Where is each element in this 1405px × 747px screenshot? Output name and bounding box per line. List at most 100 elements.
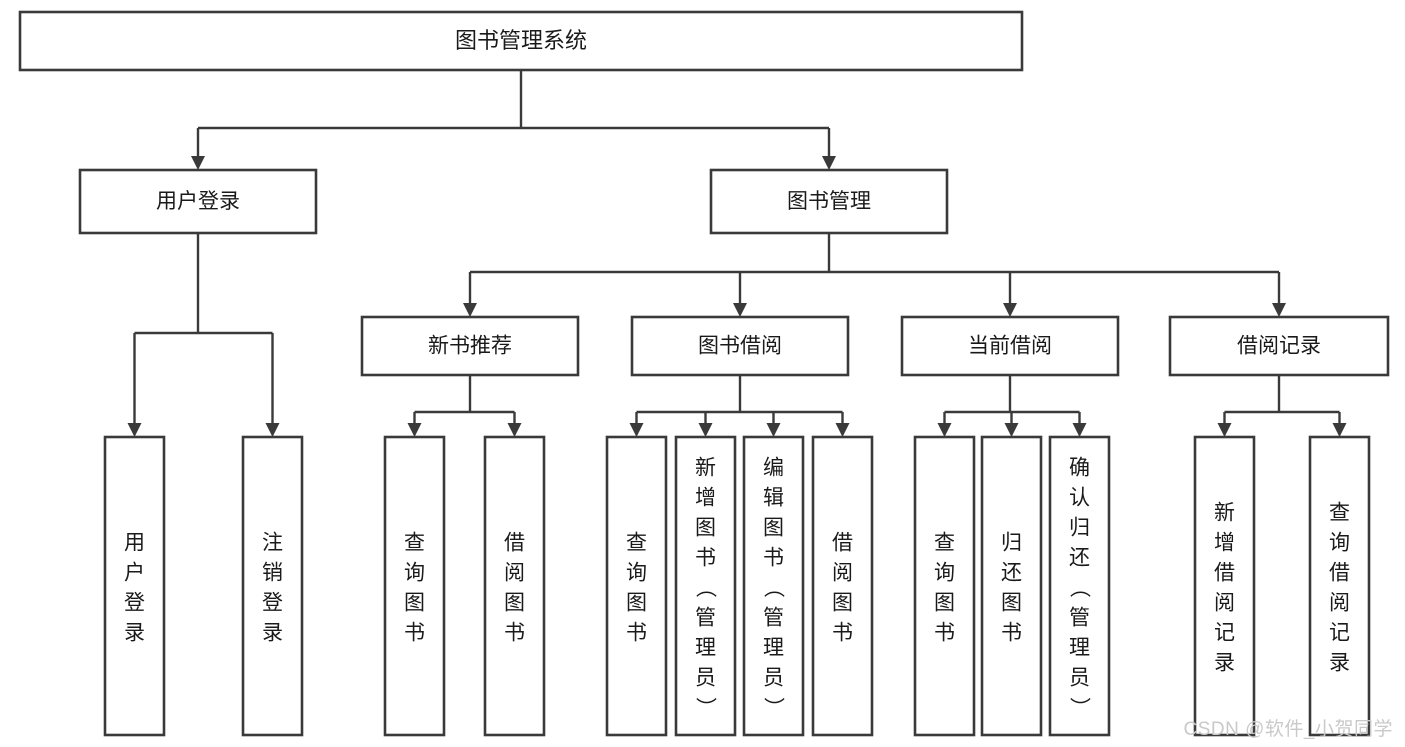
node-box-leaf-borrow-book-recommend[interactable]: [483, 435, 546, 737]
svg-text:书: 书: [695, 546, 716, 569]
node-box-leaf-logout[interactable]: [241, 435, 304, 737]
connector-layer: [127, 70, 1347, 437]
svg-text:借: 借: [1329, 561, 1350, 584]
svg-text:销: 销: [262, 561, 283, 584]
node-book-management[interactable]: 图书管理: [709, 168, 949, 235]
svg-text:借: 借: [832, 531, 853, 554]
node-current-borrow[interactable]: 当前借阅: [900, 315, 1120, 377]
svg-text:编: 编: [763, 456, 784, 479]
svg-text:确: 确: [1069, 456, 1090, 479]
node-box-leaf-query-book-borrow[interactable]: [605, 435, 668, 737]
node-box-book-management[interactable]: [709, 168, 949, 235]
node-book-borrow[interactable]: 图书借阅: [630, 315, 850, 377]
svg-text:书: 书: [404, 621, 425, 644]
node-box-user-login[interactable]: [78, 168, 318, 235]
svg-text:注: 注: [262, 531, 283, 554]
node-label-borrow-record: 借阅记录: [1237, 335, 1321, 358]
node-label-book-borrow: 图书借阅: [698, 335, 782, 358]
svg-text:图: 图: [1001, 591, 1022, 614]
svg-text:记: 记: [1214, 621, 1235, 644]
node-label-user-login: 用户登录: [156, 190, 240, 213]
node-box-leaf-confirm-return-admin[interactable]: [1048, 435, 1111, 737]
svg-text:录: 录: [124, 621, 145, 644]
node-box-leaf-borrow-book[interactable]: [811, 435, 874, 737]
svg-text:询: 询: [626, 561, 647, 584]
node-box-current-borrow[interactable]: [900, 315, 1120, 377]
node-box-leaf-edit-book-admin[interactable]: [742, 435, 805, 737]
svg-text:书: 书: [504, 621, 525, 644]
node-box-leaf-query-borrow-record[interactable]: [1308, 435, 1371, 737]
svg-text:查: 查: [626, 531, 647, 554]
node-label-book-management: 图书管理: [787, 190, 871, 213]
conn-current-borrow-arrow-0: [937, 423, 952, 437]
svg-text:登: 登: [262, 591, 283, 614]
svg-text:新: 新: [695, 456, 716, 479]
node-box-leaf-query-book-recommend[interactable]: [383, 435, 446, 737]
svg-text:书: 书: [626, 621, 647, 644]
node-new-book-recommend[interactable]: 新书推荐: [360, 315, 580, 377]
svg-text:认: 认: [1069, 486, 1090, 509]
conn-user-login-arrow-0: [127, 423, 142, 437]
node-leaf-user-login[interactable]: 用户登录: [103, 435, 166, 737]
conn-book-management-arrow-0: [463, 303, 477, 317]
svg-text:书: 书: [763, 546, 784, 569]
svg-text:还: 还: [1001, 561, 1022, 584]
svg-text:归: 归: [1001, 531, 1022, 554]
svg-text:询: 询: [404, 561, 425, 584]
node-box-leaf-add-borrow-record[interactable]: [1193, 435, 1256, 737]
svg-text:录: 录: [1214, 651, 1235, 674]
node-box-borrow-record[interactable]: [1168, 315, 1390, 377]
svg-text:图: 图: [504, 591, 525, 614]
node-box-leaf-return-book[interactable]: [980, 435, 1043, 737]
svg-text:归: 归: [1069, 516, 1090, 539]
node-box-book-borrow[interactable]: [630, 315, 850, 377]
node-borrow-record[interactable]: 借阅记录: [1168, 315, 1390, 377]
svg-text:询: 询: [934, 561, 955, 584]
node-box-leaf-user-login[interactable]: [103, 435, 166, 737]
node-label-new-book-recommend: 新书推荐: [428, 335, 512, 358]
svg-text:书: 书: [1001, 621, 1022, 644]
svg-text:询: 询: [1329, 531, 1350, 554]
conn-book-management-arrow-2: [1003, 303, 1017, 317]
svg-text:记: 记: [1329, 621, 1350, 644]
conn-book-borrow-arrow-0: [629, 423, 644, 437]
node-box-leaf-query-book-current[interactable]: [913, 435, 976, 737]
svg-text:查: 查: [1329, 501, 1350, 524]
svg-text:新: 新: [1214, 501, 1235, 524]
svg-text:辑: 辑: [763, 486, 784, 509]
node-box-leaf-add-book-admin[interactable]: [674, 435, 737, 737]
svg-text:借: 借: [1214, 561, 1235, 584]
svg-text:理: 理: [1069, 636, 1090, 659]
svg-text:管: 管: [763, 606, 784, 629]
csdn-watermark: CSDN @软件_小贺同学: [1183, 719, 1393, 740]
svg-text:员: 员: [1069, 666, 1090, 689]
conn-current-borrow-arrow-2: [1072, 423, 1087, 437]
svg-text:登: 登: [124, 591, 145, 614]
svg-text:理: 理: [763, 636, 784, 659]
node-root[interactable]: 图书管理系统: [18, 10, 1024, 72]
node-box-new-book-recommend[interactable]: [360, 315, 580, 377]
node-box-root[interactable]: [18, 10, 1024, 72]
node-user-login[interactable]: 用户登录: [78, 168, 318, 235]
